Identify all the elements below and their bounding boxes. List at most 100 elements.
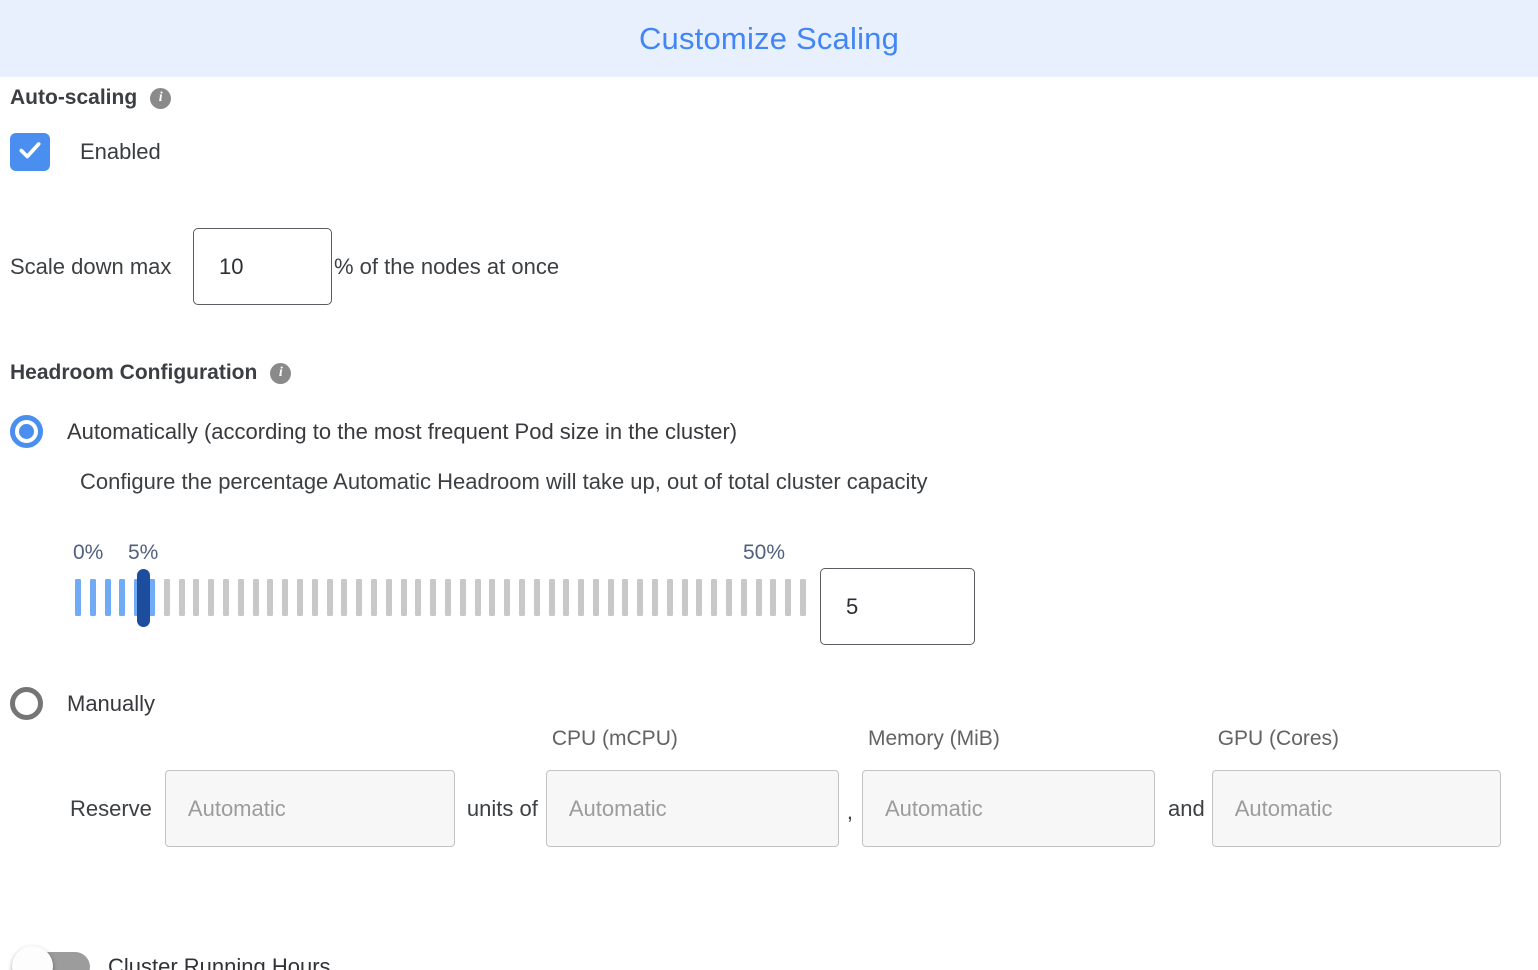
cpu-column-header: CPU (mCPU) xyxy=(551,727,678,750)
slider-tick xyxy=(592,579,599,616)
slider-tick xyxy=(518,579,525,616)
reserve-gpu-input[interactable] xyxy=(1211,770,1501,847)
radio-dot xyxy=(19,424,34,439)
auto-scaling-enabled-label[interactable]: Enabled xyxy=(80,139,161,164)
cluster-running-hours-toggle[interactable] xyxy=(10,946,90,970)
cluster-running-hours-label[interactable]: Cluster Running Hours xyxy=(108,954,331,970)
headroom-manual-label[interactable]: Manually xyxy=(67,690,156,716)
slider-tick xyxy=(755,579,762,616)
slider-tick xyxy=(726,579,733,616)
slider-tick xyxy=(296,579,303,616)
slider-tick xyxy=(666,579,673,616)
slider-tick xyxy=(193,579,200,616)
slider-tick xyxy=(89,579,96,616)
reserve-cpu-column: CPU (mCPU) xyxy=(545,727,839,847)
reserve-memory-column: Memory (MiB) xyxy=(861,727,1155,847)
slider-tick xyxy=(770,579,777,616)
slider-tick xyxy=(474,579,481,616)
slider-tick xyxy=(237,579,244,616)
slider-tick xyxy=(311,579,318,616)
slider-tick xyxy=(267,579,274,616)
auto-scaling-enabled-checkbox[interactable] xyxy=(10,133,50,171)
slider-tick xyxy=(696,579,703,616)
checkmark-icon xyxy=(17,137,43,168)
slider-tick xyxy=(622,579,629,616)
slider-tick xyxy=(637,579,644,616)
reserve-gpu-column: GPU (Cores) xyxy=(1211,727,1501,847)
slider-tick xyxy=(104,579,111,616)
scale-down-label: Scale down max xyxy=(10,253,172,279)
comma-separator: , xyxy=(846,799,853,824)
slider-tick xyxy=(785,579,792,616)
headroom-slider-ticks[interactable] xyxy=(75,569,807,627)
slider-tick xyxy=(119,579,126,616)
reserve-memory-input[interactable] xyxy=(861,770,1155,847)
headroom-manual-radio[interactable] xyxy=(10,687,43,720)
slider-tick xyxy=(578,579,585,616)
slider-tick xyxy=(415,579,422,616)
slider-tick xyxy=(430,579,437,616)
headroom-automatic-label[interactable]: Automatically (according to the most fre… xyxy=(67,418,738,444)
slider-tick xyxy=(607,579,614,616)
and-label: and xyxy=(1167,796,1205,821)
scale-down-max-input[interactable] xyxy=(193,228,332,305)
slider-tick xyxy=(489,579,496,616)
slider-tick xyxy=(400,579,407,616)
slider-tick xyxy=(222,579,229,616)
slider-tick xyxy=(385,579,392,616)
dialog-header: Customize Scaling xyxy=(0,0,1538,77)
info-icon[interactable]: i xyxy=(150,87,172,109)
info-icon[interactable]: i xyxy=(270,362,292,384)
slider-tick xyxy=(282,579,289,616)
slider-tick xyxy=(652,579,659,616)
reserve-cpu-input[interactable] xyxy=(545,770,839,847)
auto-scaling-heading: Auto-scaling xyxy=(10,86,138,109)
slider-thumb[interactable] xyxy=(137,569,150,627)
slider-tick xyxy=(800,579,807,616)
dialog-title: Customize Scaling xyxy=(638,20,900,56)
slider-current-label: 5% xyxy=(128,541,159,564)
slider-tick xyxy=(163,579,170,616)
slider-tick xyxy=(341,579,348,616)
slider-tick xyxy=(711,579,718,616)
cluster-running-hours-row: Cluster Running Hours xyxy=(10,946,1522,970)
reserve-units-column xyxy=(164,770,455,847)
slider-tick xyxy=(459,579,466,616)
headroom-section-title: Headroom Configuration i xyxy=(10,361,1522,385)
slider-tick xyxy=(548,579,555,616)
reserve-row: Reserve units of CPU (mCPU) , Memory (Mi… xyxy=(10,727,1522,847)
slider-tick xyxy=(252,579,259,616)
headroom-manual-row: Manually xyxy=(10,687,1522,720)
auto-scaling-section-title: Auto-scaling i xyxy=(10,77,1522,110)
slider-max-label: 50% xyxy=(743,541,786,564)
headroom-automatic-description: Configure the percentage Automatic Headr… xyxy=(80,469,928,494)
reserve-units-input[interactable] xyxy=(164,770,455,847)
memory-column-header: Memory (MiB) xyxy=(867,727,1000,750)
slider-tick xyxy=(178,579,185,616)
slider-tick xyxy=(533,579,540,616)
headroom-percentage-input[interactable] xyxy=(820,568,975,645)
slider-tick xyxy=(370,579,377,616)
slider-tick xyxy=(75,579,81,616)
units-of-label: units of xyxy=(466,796,538,821)
scale-down-row: Scale down max % of the nodes at once xyxy=(10,228,1522,305)
slider-tick xyxy=(504,579,511,616)
slider-tick xyxy=(740,579,747,616)
gpu-column-header: GPU (Cores) xyxy=(1217,727,1340,750)
headroom-automatic-row: Automatically (according to the most fre… xyxy=(10,415,1522,448)
slider-tick xyxy=(356,579,363,616)
headroom-slider-labels: 0% 5% 50% xyxy=(73,541,806,568)
auto-scaling-enabled-row: Enabled xyxy=(10,133,1522,171)
slider-tick xyxy=(444,579,451,616)
slider-tick xyxy=(681,579,688,616)
slider-min-label: 0% xyxy=(73,541,104,564)
headroom-slider: 0% 5% 50% xyxy=(73,541,807,627)
headroom-automatic-radio[interactable] xyxy=(10,415,43,448)
headroom-heading: Headroom Configuration xyxy=(10,361,258,384)
toggle-thumb xyxy=(12,946,53,970)
dialog-body: Auto-scaling i Enabled Scale down max % … xyxy=(0,77,1538,970)
reserve-label: Reserve xyxy=(70,796,152,821)
slider-tick xyxy=(563,579,570,616)
slider-tick xyxy=(148,579,155,616)
headroom-slider-block: 0% 5% 50% xyxy=(73,541,1522,645)
